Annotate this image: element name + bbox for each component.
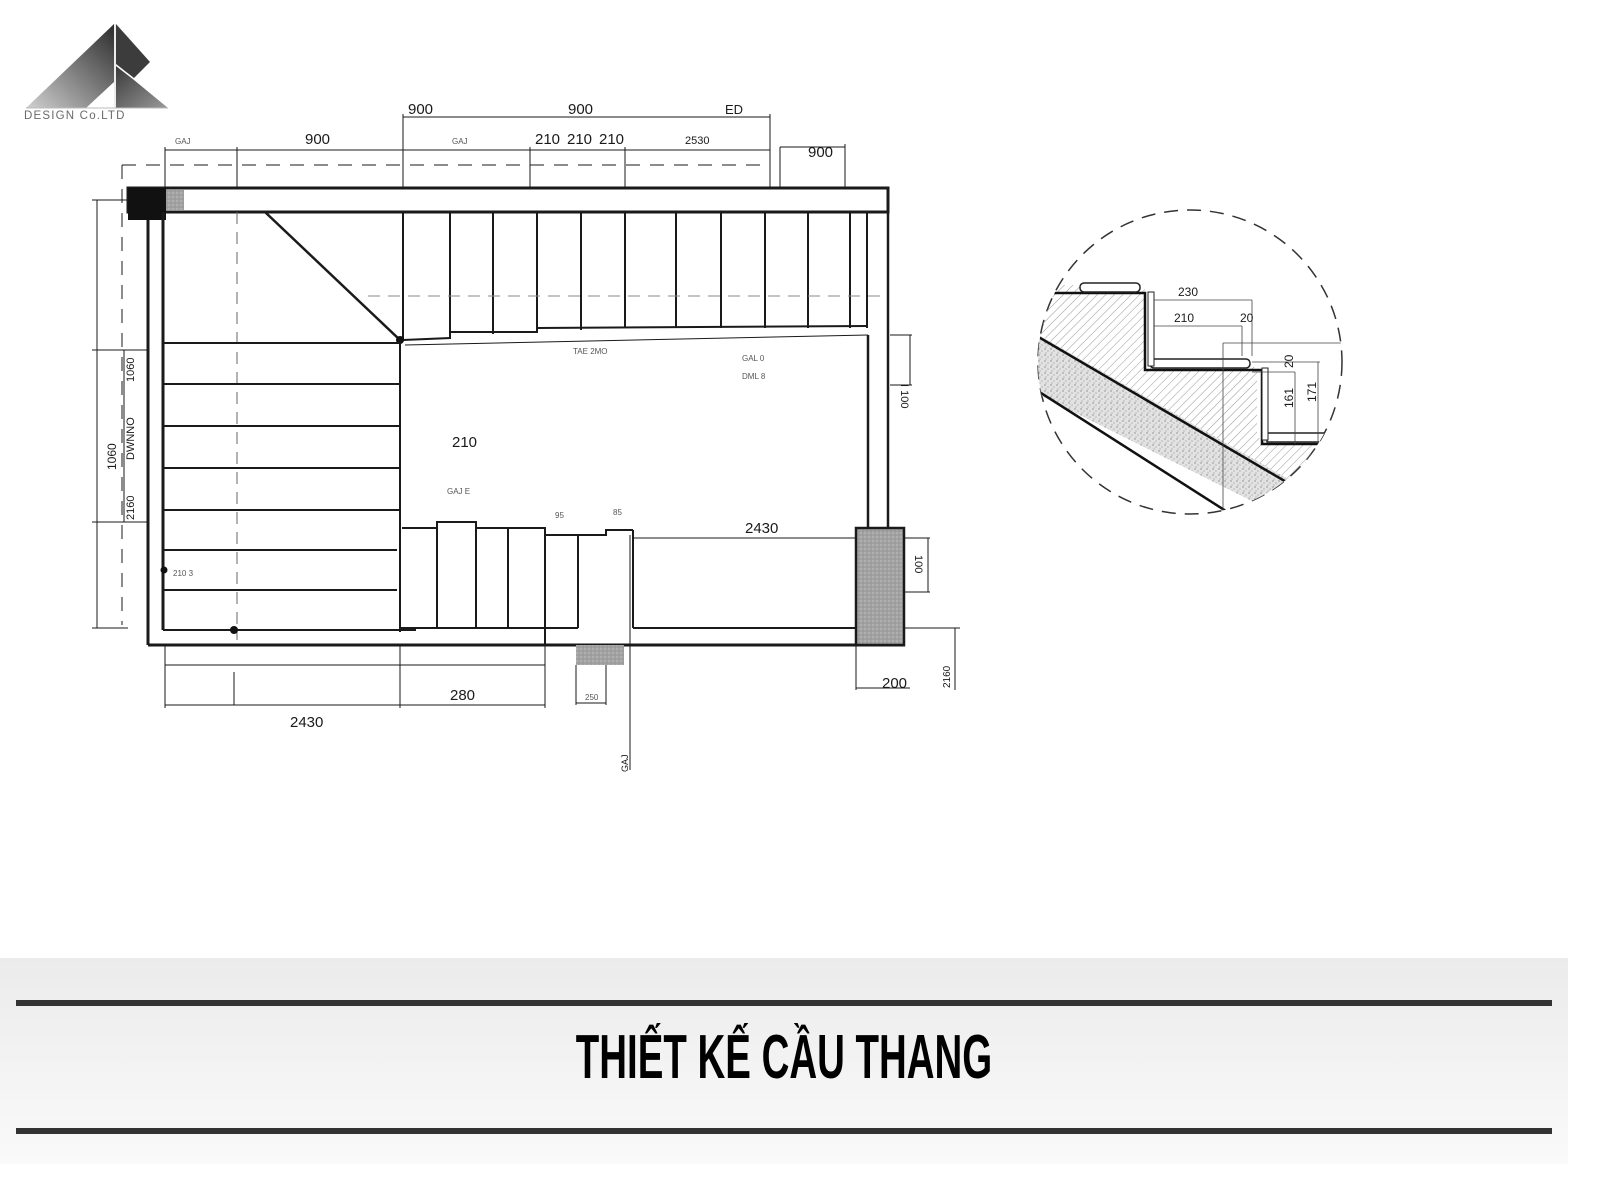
dim-top-210b: 210 bbox=[567, 131, 592, 148]
dim-top-2530: 2530 bbox=[685, 135, 709, 147]
left-dimension-lines bbox=[92, 199, 148, 629]
dim-left-2160: 2160 bbox=[125, 496, 137, 520]
dim-right-i100: I 100 bbox=[898, 384, 910, 408]
banner-top-rule bbox=[16, 1000, 1552, 1006]
dim-top-900b: 900 bbox=[568, 101, 593, 118]
left-flight-treads bbox=[163, 342, 416, 631]
company-name: DESIGN Co.LTD bbox=[24, 110, 126, 122]
dim-bottom-250: 250 bbox=[585, 693, 599, 702]
dim-top-900a: 900 bbox=[408, 101, 433, 118]
winder-diagonal bbox=[264, 211, 401, 341]
plan-view-labels: 900 900 ED GAJ 900 GAJ 210 210 210 2530 … bbox=[105, 101, 953, 772]
label-gaj-e: GAJ E bbox=[447, 487, 470, 496]
lower-flight-treads bbox=[400, 521, 856, 645]
bottom-dimension-lines bbox=[164, 535, 631, 770]
dim-left-1060a: 1060 bbox=[105, 443, 119, 470]
corner-column bbox=[128, 188, 166, 220]
dim-right-200: 200 bbox=[882, 675, 907, 692]
detail-tread: 210 bbox=[1174, 311, 1194, 325]
detail-tread-thickness: 20 bbox=[1282, 354, 1296, 368]
stair-section-detail: 230 210 20 20 161 171 bbox=[1037, 209, 1343, 515]
page-title: THIẾT KẾ CẦU THANG bbox=[575, 1023, 993, 1092]
detail-nosing: 20 bbox=[1240, 311, 1254, 325]
banner-bottom-rule bbox=[16, 1128, 1552, 1134]
plan-view bbox=[92, 114, 960, 770]
dim-top-ed: ED bbox=[725, 102, 743, 117]
company-logo: DESIGN Co.LTD bbox=[22, 22, 172, 132]
label-dml: DML 8 bbox=[742, 372, 766, 381]
label-95: 95 bbox=[555, 511, 564, 520]
title-banner: THIẾT KẾ CẦU THANG bbox=[0, 958, 1568, 1164]
right-column bbox=[854, 526, 906, 647]
label-tae: TAE 2MO bbox=[573, 347, 608, 356]
dim-top-210c: 210 bbox=[599, 131, 624, 148]
dim-top-210a: 210 bbox=[535, 131, 560, 148]
label-gal: GAL 0 bbox=[742, 354, 765, 363]
label-85: 85 bbox=[613, 508, 622, 517]
top-dimension-lines bbox=[121, 114, 846, 625]
dim-left-dwnno: DWNNO bbox=[125, 417, 137, 460]
triangle-a-logo-icon bbox=[26, 24, 168, 109]
dim-top-900d: 900 bbox=[808, 144, 833, 161]
label-210-3: 210 3 bbox=[173, 569, 194, 578]
detail-tread-total: 230 bbox=[1178, 285, 1198, 299]
dim-top-gaj1: GAJ bbox=[175, 137, 191, 146]
detail-riser: 161 bbox=[1282, 388, 1296, 408]
landing-width: 210 bbox=[452, 434, 477, 451]
dim-left-1060b: 1060 bbox=[125, 358, 137, 382]
dim-bottom-gaj: GAJ bbox=[620, 754, 630, 772]
dim-top-900c: 900 bbox=[305, 131, 330, 148]
slab-speckle bbox=[1038, 330, 1290, 514]
dim-top-gaj2: GAJ bbox=[452, 137, 468, 146]
upper-flight-treads bbox=[236, 212, 880, 640]
dim-right-2160: 2160 bbox=[942, 665, 953, 688]
dim-bottom-280: 280 bbox=[450, 687, 475, 704]
staircase-drawing: 900 900 ED GAJ 900 GAJ 210 210 210 2530 … bbox=[92, 101, 1343, 772]
dim-lower-run-2430: 2430 bbox=[745, 520, 778, 537]
dim-right-100: 100 bbox=[912, 555, 924, 573]
dim-bottom-2430: 2430 bbox=[290, 714, 323, 731]
detail-riser-total: 171 bbox=[1305, 382, 1319, 402]
